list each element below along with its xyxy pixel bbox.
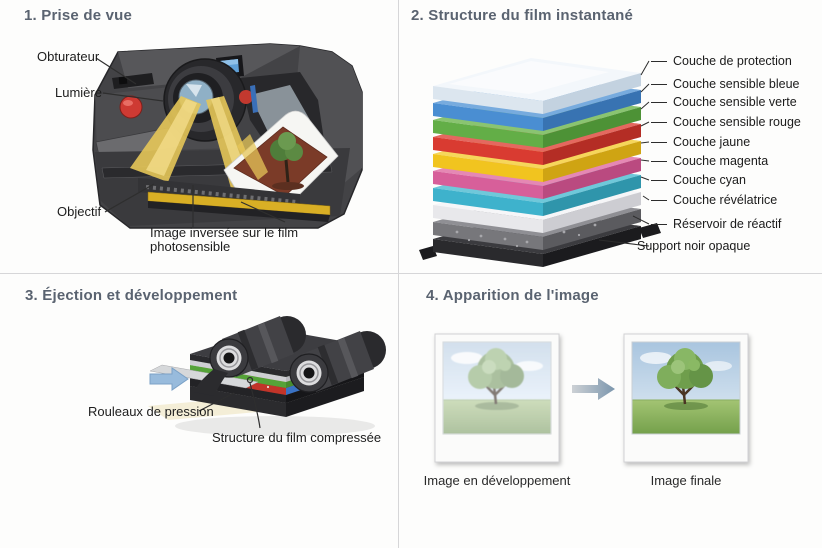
panel-film-structure-title: 2. Structure du film instantané	[411, 7, 634, 24]
film-photo	[223, 110, 339, 207]
ground-shadow	[175, 416, 375, 436]
ejection-arrow-icon	[149, 367, 189, 391]
leader-dash	[651, 60, 667, 62]
internal-blue-part	[250, 85, 258, 113]
label-lens: Objectif	[57, 204, 102, 219]
internal-red-part	[239, 90, 253, 104]
panel-capture: 1. Prise de vue	[0, 0, 398, 273]
pressure-rollers	[194, 316, 386, 396]
leader-dash	[651, 101, 667, 103]
rollers-illustration	[148, 316, 386, 436]
film-layer-label: Réservoir de réactif	[651, 217, 781, 231]
leader-dash	[651, 141, 667, 143]
leader-dash	[651, 199, 667, 201]
label-shutter: Obturateur	[37, 49, 100, 64]
panel-ejection-title: 3. Éjection et développement	[25, 287, 238, 304]
layer-leader-lines	[598, 60, 650, 247]
leader-dash	[651, 160, 667, 162]
film-layer-label: Couche de protection	[651, 54, 792, 68]
leader-dash	[651, 83, 667, 85]
panel-capture-title: 1. Prise de vue	[24, 7, 133, 24]
caption-developing: Image en développement	[423, 473, 571, 488]
layer-protection	[433, 58, 641, 114]
caption-final: Image finale	[650, 473, 722, 488]
label-rollers: Rouleaux de pression	[88, 404, 214, 419]
leader-dash	[651, 121, 667, 123]
film-layer-label: Support noir opaque	[637, 239, 751, 253]
label-compressed: Structure du film compressée	[212, 430, 382, 445]
film-layer-label: Couche jaune	[651, 135, 750, 149]
film-layer-label: Couche sensible bleue	[651, 77, 799, 91]
panel-film-structure: 2. Structure du film instantané	[399, 0, 822, 273]
film-layer-label: Couche sensible verte	[651, 95, 797, 109]
film-layer-stack-illustration	[419, 58, 661, 267]
camera-cutaway-illustration	[92, 43, 363, 229]
film-layer-label: Couche révélatrice	[651, 193, 777, 207]
shutter-button	[119, 95, 143, 119]
leader-lines	[95, 57, 286, 227]
polaroid-final	[623, 333, 749, 463]
panel-image-appearance: 4. Apparition de l'image	[399, 274, 822, 548]
film-layer-label: Couche sensible rouge	[651, 115, 801, 129]
horizontal-divider	[0, 273, 822, 274]
leader-dash	[651, 223, 667, 225]
polaroid-photos-illustration	[434, 333, 749, 463]
label-light: Lumière	[55, 85, 102, 100]
film-layer-label: Couche cyan	[651, 173, 746, 187]
panel-ejection: 3. Éjection et développement	[0, 274, 398, 548]
polaroid-developing	[434, 333, 560, 463]
development-arrow-icon	[572, 378, 615, 400]
leader-lines	[198, 376, 261, 429]
vertical-divider	[398, 0, 399, 548]
label-inverted-image: Image inversée sur le film photosensible	[150, 225, 299, 254]
film-layer-label: Couche magenta	[651, 154, 768, 168]
shutter-slot	[112, 73, 154, 89]
leader-dash	[651, 179, 667, 181]
panel-image-appearance-title: 4. Apparition de l'image	[426, 287, 599, 304]
